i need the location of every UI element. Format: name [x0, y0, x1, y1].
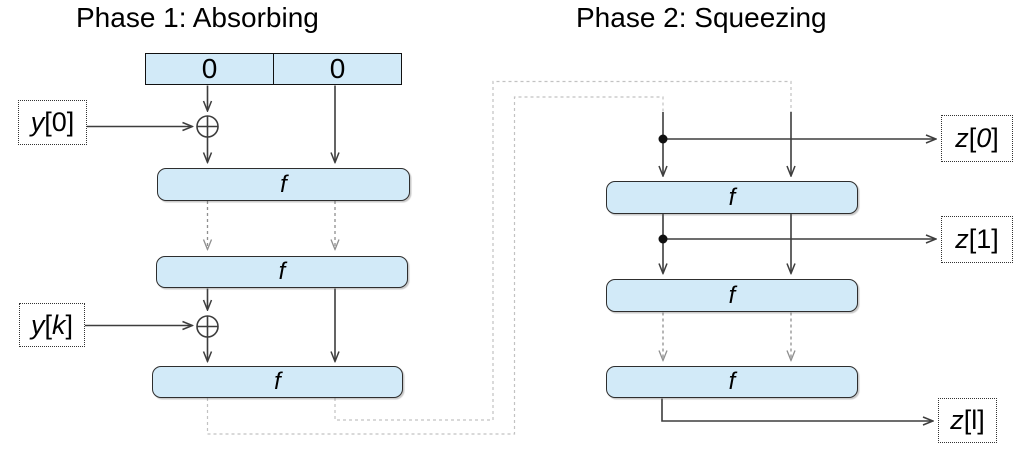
f-box-squeezing-2: f [606, 279, 858, 312]
xor-icon [196, 115, 219, 138]
label-arg: 0 [976, 123, 992, 153]
label-arg: 0 [51, 107, 67, 137]
label-bracket: [ [44, 107, 52, 137]
f-label: f [728, 183, 736, 211]
output-box-zl: z[l] [938, 398, 997, 443]
label-arg: k [52, 309, 66, 340]
label-bracket: [ [44, 309, 52, 340]
phase2-title: Phase 2: Squeezing [576, 2, 827, 33]
label-bracket: [ [968, 224, 977, 254]
f-box-squeezing-1: f [606, 181, 858, 214]
label-arg: 1 [976, 224, 992, 254]
arrow-to-zl [661, 398, 932, 422]
label-letter: z [955, 224, 969, 254]
label-bracket: ] [66, 107, 75, 137]
f-label: f [274, 368, 281, 395]
junction-dot-icon [658, 134, 668, 144]
xor-icon [196, 315, 219, 338]
initial-state-register: 0 0 [145, 53, 402, 85]
junction-dot-icon [658, 234, 668, 244]
label-bracket: ] [991, 123, 999, 153]
f-box-squeezing-3: f [606, 366, 858, 398]
label-bracket: ] [977, 405, 985, 435]
phase1-title: Phase 1: Absorbing [76, 2, 319, 33]
output-box-z1: z[1] [941, 216, 1013, 263]
state-cell-rate: 0 [146, 54, 274, 84]
label-arg: l [971, 405, 978, 435]
label-bracket: [ [963, 405, 972, 435]
label-bracket: ] [991, 224, 999, 254]
f-label: f [280, 170, 287, 198]
f-box-absorbing-2: f [156, 256, 408, 288]
f-box-absorbing-3: f [152, 366, 403, 398]
f-box-absorbing-1: f [157, 168, 410, 201]
f-label: f [728, 281, 736, 309]
input-box-yk: y[k] [19, 303, 85, 347]
label-letter: z [955, 123, 969, 153]
label-letter: y [30, 107, 45, 137]
input-box-y0: y[0] [18, 100, 87, 145]
label-letter: z [950, 405, 964, 435]
f-label: f [728, 368, 736, 395]
label-letter: y [30, 309, 45, 340]
state-cell-capacity: 0 [329, 53, 346, 84]
label-bracket: [ [968, 123, 977, 153]
output-box-z0: z[0] [941, 115, 1013, 162]
f-label: f [278, 258, 286, 285]
label-bracket: ] [65, 309, 74, 340]
